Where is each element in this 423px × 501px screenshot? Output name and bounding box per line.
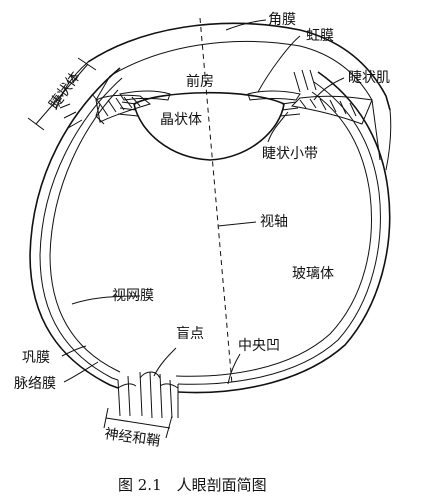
leader-choroid	[63, 361, 99, 383]
label-retina: 视网膜	[112, 288, 154, 304]
leader-sclera	[61, 345, 87, 357]
label-cornea: 角膜	[268, 12, 296, 28]
label-sclera: 巩膜	[22, 350, 50, 366]
visual-axis-line	[199, 17, 233, 385]
iris	[119, 90, 301, 101]
limbus-left	[55, 61, 111, 111]
ciliary-body-right	[290, 69, 373, 125]
lens	[117, 91, 301, 161]
sclera-outer-line	[29, 67, 391, 394]
limbus-right	[371, 99, 392, 171]
ciliary-body-bracket	[27, 57, 97, 131]
iris-left	[119, 90, 171, 101]
cornea-outer	[87, 22, 391, 111]
leader-visual-axis	[217, 221, 257, 227]
optic-nerve-bracket	[103, 407, 173, 439]
zonule-fibers-left	[117, 101, 139, 117]
leader-blind-spot	[153, 347, 177, 377]
label-ciliary-muscle: 睫状肌	[348, 70, 390, 86]
eyeball-layers	[29, 67, 391, 394]
figure-caption: 图 2.1 人眼剖面简图	[118, 476, 267, 494]
leader-lines	[61, 19, 345, 385]
label-visual-axis: 视轴	[260, 214, 288, 230]
label-optic-nerve-sheath: 神经和鞘	[103, 426, 161, 450]
label-iris: 虹膜	[306, 28, 334, 44]
label-anterior-chamber: 前房	[186, 73, 214, 90]
lens-outline	[133, 91, 285, 161]
iris-right	[247, 90, 301, 101]
label-vitreous: 玻璃体	[292, 265, 334, 282]
leader-fovea	[227, 353, 241, 385]
label-zonule: 睫状小带	[262, 146, 318, 162]
leader-cornea	[225, 19, 267, 31]
leader-zonule	[267, 111, 289, 143]
retina-line	[49, 89, 372, 377]
label-choroid: 脉络膜	[14, 376, 56, 392]
leader-iris	[257, 35, 301, 93]
ciliary-body-left	[59, 93, 152, 129]
zonule-fibers-right	[279, 101, 301, 117]
cornea-inner	[109, 40, 373, 101]
cornea	[55, 22, 392, 171]
label-blind-spot: 盲点	[176, 325, 204, 342]
leader-ciliary-muscle	[313, 77, 345, 101]
choroid-line	[39, 77, 381, 385]
label-fovea: 中央凹	[238, 338, 280, 354]
optic-nerve	[103, 371, 179, 439]
leader-retina	[71, 295, 141, 305]
label-lens: 晶状体	[160, 112, 202, 128]
